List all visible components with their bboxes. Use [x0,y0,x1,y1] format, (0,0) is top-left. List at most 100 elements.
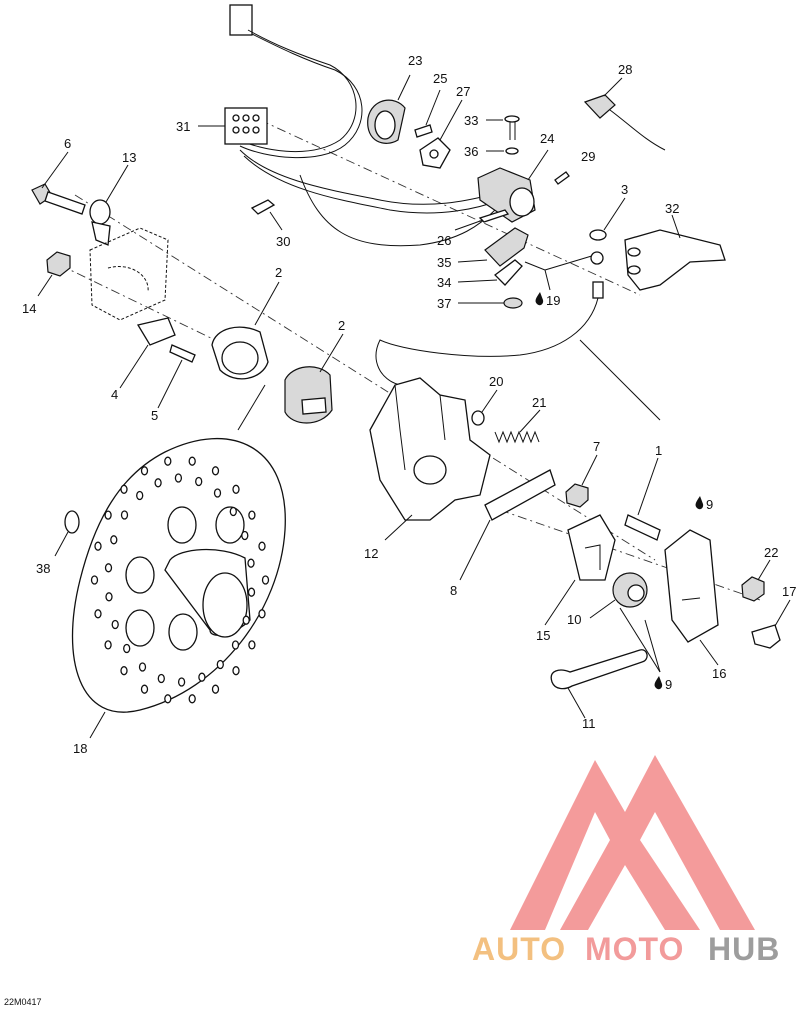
washer-20 [471,389,498,426]
callout-22: 22 [764,545,778,560]
washer-36 [486,147,519,155]
arm-15 [544,514,616,626]
callout-11: 11 [582,716,596,731]
disc-hole [164,456,172,466]
clip-3 [375,197,626,386]
disc-hole [104,640,112,650]
mounting-bracket [89,227,169,321]
callout-9b: 9 [619,607,672,692]
disc-hole [120,484,128,494]
bolt-5 [157,344,196,409]
disc-hole [232,666,240,676]
callout-31: 31 [176,119,190,134]
disc-hole [94,609,102,619]
disc-hole [164,694,172,704]
callout-6: 6 [64,136,71,151]
callout-2b: 2 [338,318,345,333]
callout-32: 32 [665,201,679,216]
disc-hole [90,575,99,585]
disc-hole [242,615,250,625]
disc-hole [154,478,162,488]
disc-hole [138,662,147,672]
disc-hole [94,541,102,551]
brake-pad-2b [284,333,344,424]
boot-23 [367,74,411,144]
callout-3: 3 [621,182,628,197]
clip-30 [250,199,283,231]
disc-hole [157,673,165,684]
disc-hole [177,677,186,687]
clip-34 [457,259,523,286]
bracket-8 [459,469,556,581]
lubricant-drop-icon [654,676,663,690]
lever-35 [457,227,529,267]
callout-7: 7 [593,439,600,454]
disc-hole [213,488,222,498]
callout-30: 30 [276,234,290,249]
brand-word-auto: AUTO [472,931,566,967]
cotter-pin-11 [550,649,648,719]
callout-20: 20 [489,374,503,389]
sensor-28 [583,77,666,151]
disc-hole [248,510,256,520]
shaft-1 [624,457,661,541]
disc-hole [247,558,255,568]
nut-14 [37,251,71,297]
callout-38: 38 [36,561,50,576]
svg-text:9: 9 [706,497,713,512]
disc-hole [140,684,149,694]
disc-hole [247,587,256,597]
callout-24: 24 [540,131,554,146]
disc-hole [258,609,266,619]
callout-4: 4 [111,387,118,402]
disc-hole [111,619,119,630]
callout-19-bracket [524,254,596,291]
svg-text:19: 19 [546,293,560,308]
callout-8: 8 [450,583,457,598]
callout-15: 15 [536,628,550,643]
disc-hole [174,473,183,483]
disc-hole [110,535,118,545]
disc-hole [104,563,113,573]
callout-13: 13 [122,150,136,165]
callout-18: 18 [73,741,87,756]
nut-22 [741,559,771,602]
callout-37: 37 [437,296,451,311]
svg-text:9: 9 [665,677,672,692]
callout-29: 29 [581,149,595,164]
brake-disc-18 [71,384,286,739]
disc-vent-holes [90,456,270,704]
callout-19: 19 [535,292,560,308]
screw-25 [414,89,441,138]
disc-hole [104,510,112,520]
disc-hole [216,659,224,670]
pin-26 [454,209,510,231]
callout-14: 14 [22,301,36,316]
spring-21 [494,409,541,444]
callout-28: 28 [618,62,632,77]
callout-34: 34 [437,275,451,290]
disc-hole [248,640,256,650]
disc-hole [261,575,270,585]
disc-hole [188,456,196,466]
disc-hole [229,506,237,517]
brake-lever-32 [624,214,726,291]
disc-hole [258,541,266,551]
disc-hole [211,466,220,476]
callout-9a: 9 [695,496,713,512]
brake-pad-2a [211,281,280,380]
brand-word-moto: MOTO [585,931,684,967]
disc-hole [188,694,196,704]
switch-housing-24 [477,149,549,223]
callout-27: 27 [456,84,470,99]
callout-36: 36 [464,144,478,159]
disc-hole [195,476,203,487]
callout-10: 10 [567,612,581,627]
caliper-12 [369,377,491,541]
drawing-code: 22M0417 [4,997,42,1007]
callout-16: 16 [712,666,726,681]
nut-7 [565,454,598,508]
callout-23: 23 [408,53,422,68]
disc-hole [123,643,131,654]
